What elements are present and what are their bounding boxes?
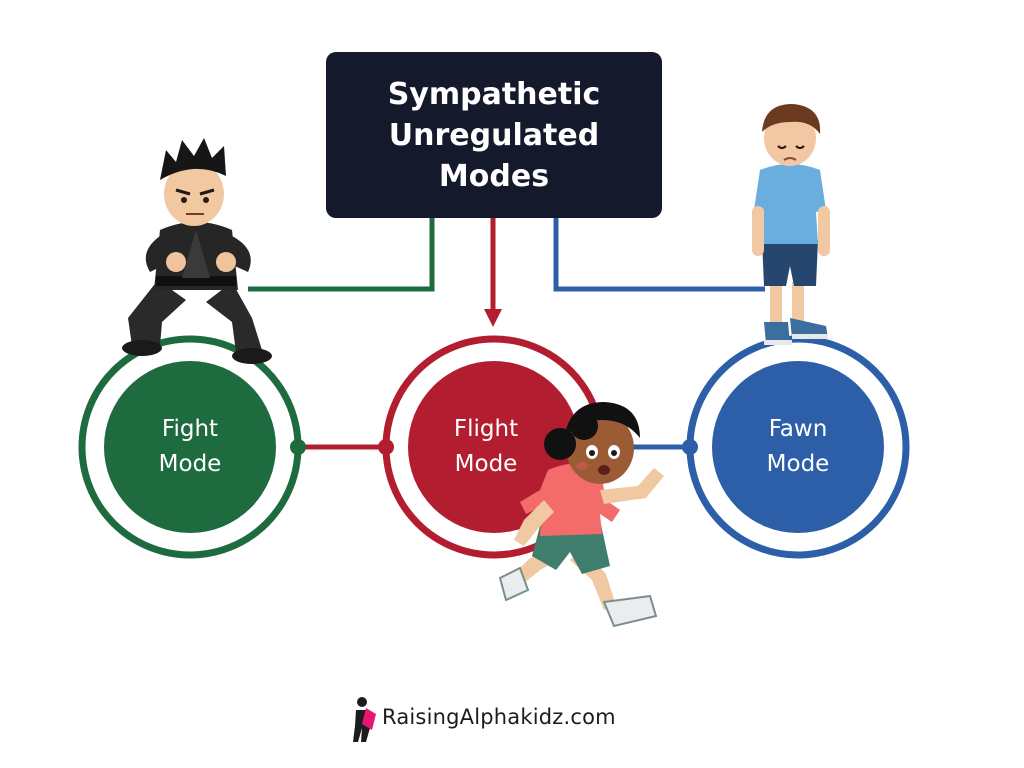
- flight-mode-line-2: Mode: [454, 451, 518, 477]
- fight-connector: [248, 218, 435, 292]
- flight-mode-circle: [408, 361, 580, 533]
- flight-mode-line-1: Flight: [453, 416, 519, 442]
- fawn-mode-circle: [712, 361, 884, 533]
- title-box: Sympathetic Unregulated Modes: [326, 52, 662, 218]
- fawn-mode-line-1: Fawn: [768, 416, 828, 442]
- title-line-3: Modes: [438, 158, 550, 194]
- sad-boy-illustration: [752, 104, 830, 345]
- title-line-1: Sympathetic: [387, 76, 601, 112]
- fawn-mode-line-2: Mode: [766, 451, 830, 477]
- fight-mode-line-2: Mode: [158, 451, 222, 477]
- running-girl-illustration: [498, 402, 664, 628]
- fawn-connector: [553, 218, 765, 292]
- brand-logo-icon: [353, 697, 376, 742]
- fawn-link-dot: [682, 439, 698, 455]
- fight-link-dot: [290, 439, 306, 455]
- fight-mode-label: Fight Mode: [95, 412, 285, 482]
- karate-boy-illustration: [122, 138, 272, 364]
- flight-arrowhead: [484, 309, 502, 327]
- title-line-2: Unregulated: [388, 117, 600, 153]
- brand-text[interactable]: RaisingAlphakidz.com: [382, 705, 616, 729]
- fight-mode-line-1: Fight: [161, 416, 219, 442]
- brand: RaisingAlphakidz.com: [348, 692, 616, 742]
- fight-mode-circle: [104, 361, 276, 533]
- flight-mode-label: Flight Mode: [391, 412, 581, 482]
- flight-link-dot: [378, 439, 394, 455]
- fawn-mode-label: Fawn Mode: [703, 412, 893, 482]
